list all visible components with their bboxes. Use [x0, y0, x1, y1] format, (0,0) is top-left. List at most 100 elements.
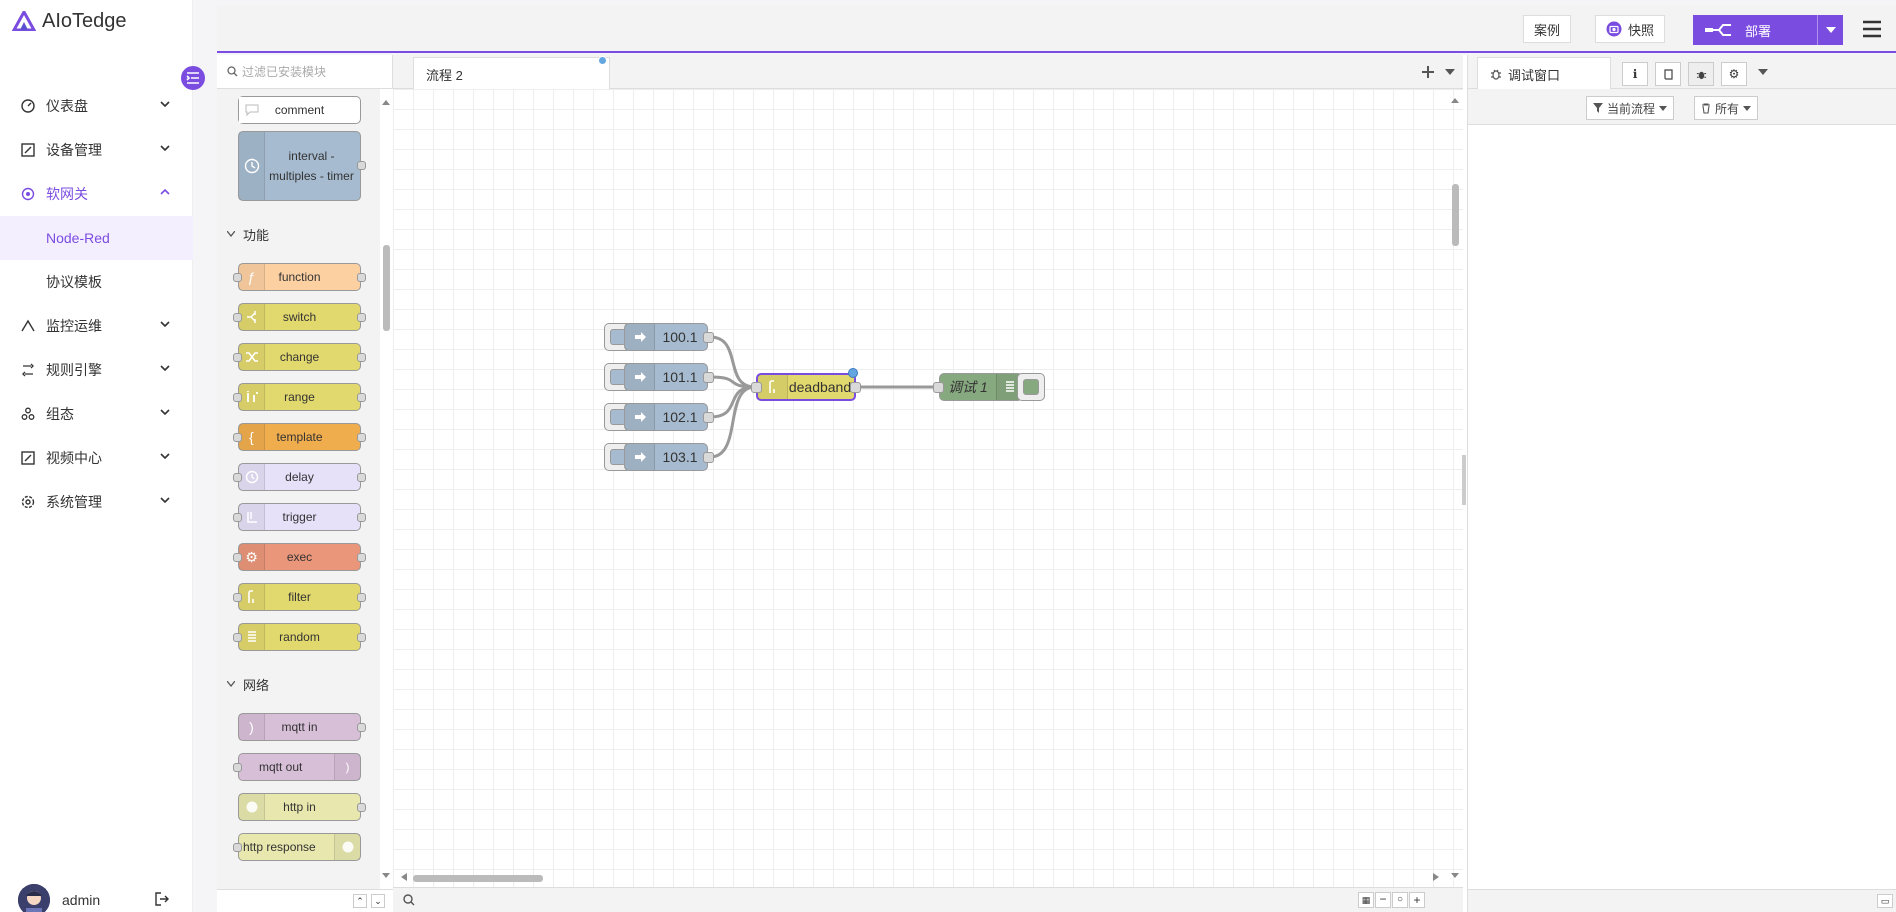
output-port: [357, 513, 366, 522]
nav-item-gateway[interactable]: 软网关: [0, 172, 193, 216]
tab-debug[interactable]: 调试窗口: [1477, 57, 1611, 90]
palette-category-function[interactable]: 功能: [217, 217, 380, 251]
palette-category-network[interactable]: 网络: [217, 667, 380, 701]
palette-search[interactable]: 过滤已安装模块: [217, 55, 393, 89]
filter-icon: [1593, 103, 1603, 113]
output-port: [357, 353, 366, 362]
canvas-horizontal-scroll-thumb[interactable]: [413, 875, 543, 882]
palette-node-range[interactable]: range: [233, 383, 366, 411]
bug-icon[interactable]: [1688, 62, 1714, 86]
flow-node-inject[interactable]: 100.1: [624, 323, 714, 351]
search-icon[interactable]: [403, 894, 415, 906]
nav-item-label: 监控运维: [46, 318, 102, 334]
deploy-button[interactable]: 部署: [1693, 15, 1843, 45]
palette-node-switch[interactable]: switch: [233, 303, 366, 331]
palette-node-exec[interactable]: ⚙ exec: [233, 543, 366, 571]
output-port[interactable]: [703, 452, 714, 463]
palette-node-random[interactable]: random: [233, 623, 366, 651]
palette-node-function[interactable]: ƒ function: [233, 263, 366, 291]
palette-node-template[interactable]: { template: [233, 423, 366, 451]
palette-node-change[interactable]: change: [233, 343, 366, 371]
flow-node-deadband[interactable]: deadband: [751, 368, 861, 401]
map-icon[interactable]: ▦: [1358, 892, 1374, 908]
debug-toggle-button[interactable]: [1017, 373, 1045, 401]
collapse-sidebar-button[interactable]: [181, 66, 205, 90]
palette-node-delay[interactable]: delay: [233, 463, 366, 491]
workspace: 过滤已安装模块 comment interval - multiples - t…: [217, 55, 1896, 912]
pop-out-icon[interactable]: ▭: [1877, 894, 1893, 908]
gear-icon[interactable]: ⚙: [1721, 62, 1747, 86]
collapse-all-icon[interactable]: ⌃: [353, 894, 367, 908]
node-red-header: 案例 快照 部署: [217, 6, 1896, 53]
input-port[interactable]: [751, 382, 762, 393]
clear-all-button[interactable]: 所有: [1694, 96, 1759, 120]
brand[interactable]: AIoTedge: [12, 6, 127, 36]
nav-item-dashboard[interactable]: 仪表盘: [0, 84, 193, 128]
nav-item-configuration[interactable]: 组态: [0, 392, 193, 436]
nav-subitem-protocol-template[interactable]: 协议模板: [46, 274, 102, 290]
palette-node-interval-timer[interactable]: interval - multiples - timer: [238, 131, 366, 201]
output-port: [357, 313, 366, 322]
flow-node-inject[interactable]: 103.1: [624, 443, 714, 471]
palette-node-trigger[interactable]: trigger: [233, 503, 366, 531]
flow-node-debug[interactable]: 调试 1: [933, 373, 1023, 401]
monitor-icon: [20, 318, 36, 334]
inject-label: 102.1: [662, 409, 698, 425]
output-port[interactable]: [703, 372, 714, 383]
zoom-out-icon[interactable]: −: [1375, 892, 1391, 908]
snapshot-button[interactable]: 快照: [1595, 15, 1666, 43]
tab-flow-2[interactable]: 流程 2: [413, 56, 610, 90]
output-port[interactable]: [850, 382, 861, 393]
examples-button[interactable]: 案例: [1523, 15, 1572, 43]
panel-resize-handle[interactable]: [1462, 455, 1466, 505]
video-icon: [20, 450, 36, 466]
range-icon: [239, 384, 265, 410]
nav-item-monitor[interactable]: 监控运维: [0, 304, 193, 348]
palette-node-http-response[interactable]: http response: [233, 833, 361, 861]
palette-node-comment[interactable]: comment: [238, 96, 361, 124]
caret-down-icon[interactable]: [1758, 69, 1768, 75]
right-panel-footer: ▭: [1468, 889, 1896, 912]
expand-all-icon[interactable]: ⌄: [371, 894, 385, 908]
chevron-down-icon: [227, 681, 235, 687]
nav-item-system[interactable]: 系统管理: [0, 480, 193, 524]
palette-scroll-thumb[interactable]: [383, 245, 390, 331]
deploy-menu-button[interactable]: [1817, 15, 1843, 45]
palette-node-mqtt-out[interactable]: mqtt out ): [233, 753, 361, 781]
palette-node-http-in[interactable]: http in: [238, 793, 366, 821]
sidebar: AIoTedge 仪表盘 设备管理 软网关 Node-Red 协议模板: [0, 0, 205, 912]
nav-subitem-node-red[interactable]: Node-Red: [0, 216, 193, 260]
book-icon[interactable]: [1655, 62, 1681, 86]
wifi-icon: ): [334, 754, 360, 780]
flow-list-caret-icon[interactable]: [1445, 69, 1455, 75]
flow-node-inject[interactable]: 101.1: [624, 363, 714, 391]
chevron-down-icon: [160, 453, 170, 460]
palette-node-label: change: [279, 350, 320, 364]
input-port[interactable]: [933, 382, 944, 393]
output-port[interactable]: [703, 332, 714, 343]
flow-node-inject[interactable]: 102.1: [624, 403, 714, 431]
main-menu-icon[interactable]: [1862, 20, 1882, 38]
logout-icon[interactable]: [155, 892, 169, 906]
zoom-reset-icon[interactable]: ○: [1392, 892, 1408, 908]
nav-item-device[interactable]: 设备管理: [0, 128, 193, 172]
palette-node-filter[interactable]: filter: [233, 583, 366, 611]
add-flow-icon[interactable]: [1422, 66, 1434, 78]
user-block[interactable]: admin: [18, 884, 100, 912]
inject-label: 100.1: [662, 329, 698, 345]
info-icon[interactable]: ℹ: [1622, 62, 1648, 86]
nav-item-rule-engine[interactable]: 规则引擎: [0, 348, 193, 392]
palette-node-mqtt-in[interactable]: ) mqtt in: [238, 713, 366, 741]
flow-canvas[interactable]: 100.1 101.1 102.1: [393, 89, 1463, 887]
flow-canvas-area: 流程 2: [393, 55, 1463, 912]
deploy-icon: [1705, 24, 1731, 36]
output-port[interactable]: [703, 412, 714, 423]
canvas-vertical-scroll-thumb[interactable]: [1452, 184, 1459, 246]
zoom-in-icon[interactable]: +: [1409, 892, 1425, 908]
nav-item-video[interactable]: 视频中心: [0, 436, 193, 480]
comment-icon: [239, 97, 265, 123]
scroll-up-icon: [382, 100, 390, 105]
input-port: [233, 353, 242, 362]
palette-scrollbar[interactable]: [380, 89, 393, 889]
filter-current-flow-button[interactable]: 当前流程: [1586, 96, 1675, 120]
